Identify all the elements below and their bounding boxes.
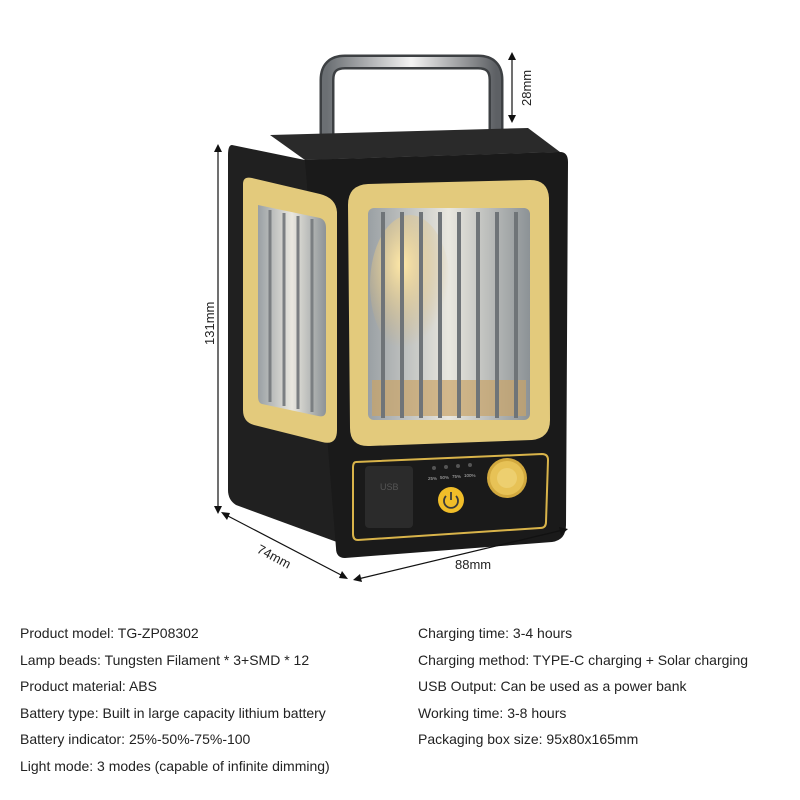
front-frame	[348, 180, 550, 447]
dimension-lines	[214, 52, 568, 582]
dim-handle-height: 28mm	[519, 70, 534, 106]
spec-charging-time: Charging time: 3-4 hours	[418, 625, 573, 641]
product-photo: USB 25% 50% 75% 100%	[202, 52, 568, 582]
side-frame	[243, 177, 337, 443]
spec-lamp-beads: Lamp beads: Tungsten Filament * 3+SMD * …	[20, 651, 310, 668]
battery-level-100: 100%	[464, 473, 476, 478]
spec-product-model: Product model: TG-ZP08302	[20, 625, 199, 641]
spec-charging-method: Charging method: TYPE-C charging + Solar…	[418, 651, 749, 668]
dim-depth: 74mm	[255, 541, 294, 571]
spec-battery-type: Battery type: Built in large capacity li…	[20, 704, 326, 721]
control-panel: USB 25% 50% 75% 100%	[352, 452, 550, 542]
usb-port-cover	[365, 466, 413, 528]
battery-level-25: 25%	[428, 476, 437, 481]
spec-column-right: Charging time: 3-4 hours Charging method…	[418, 620, 748, 753]
spec-light-mode: Light mode: 3 modes (capable of infinite…	[20, 757, 330, 774]
power-icon	[443, 495, 459, 509]
dim-body-height: 131mm	[202, 302, 217, 345]
power-button	[438, 487, 464, 513]
dim-width: 88mm	[455, 557, 491, 572]
spec-working-time: Working time: 3-8 hours	[418, 704, 567, 721]
spec-list: Product model: TG-ZP08302 Lamp beads: Tu…	[0, 620, 800, 790]
battery-level-50: 50%	[440, 475, 449, 480]
lamp-handle	[319, 54, 504, 176]
spec-box-size: Packaging box size: 95x80x165mm	[418, 731, 639, 748]
usb-label: USB	[380, 482, 399, 492]
spec-material: Product material: ABS	[20, 678, 157, 695]
spec-usb-output: USB Output: Can be used as a power bank	[418, 678, 687, 695]
battery-level-75: 75%	[452, 474, 461, 479]
dimmer-knob	[487, 458, 527, 498]
spec-column-left: Product model: TG-ZP08302 Lamp beads: Tu…	[20, 620, 330, 780]
spec-battery-indicator: Battery indicator: 25%-50%-75%-100	[20, 731, 251, 748]
battery-indicator: 25% 50% 75% 100%	[428, 463, 476, 481]
